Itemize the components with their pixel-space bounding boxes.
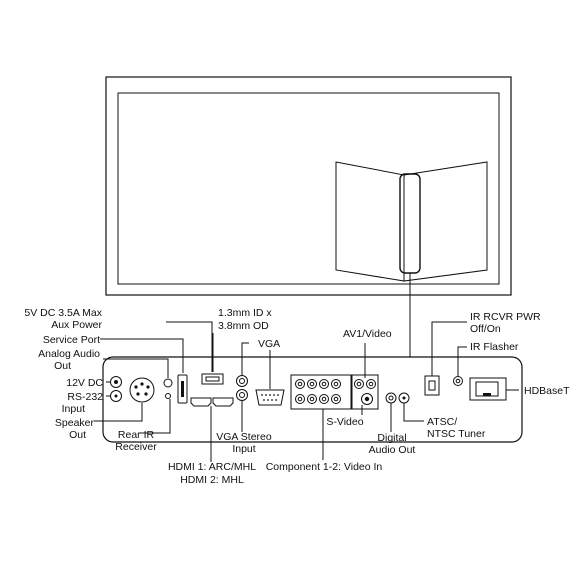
label-speaker-1: Speaker [55, 417, 95, 429]
label-vga-stereo-1: VGA Stereo [216, 431, 272, 443]
label-analog-audio-1: Analog Audio [38, 348, 100, 360]
label-svideo: S-Video [326, 416, 363, 428]
vga-port[interactable] [255, 389, 285, 406]
speaker-pin-2 [140, 382, 144, 386]
callout-labels: 5V DC 3.5A Max Aux Power Service Port An… [24, 307, 570, 486]
label-ir-rcvr-2: Off/On [470, 323, 501, 335]
ir-rcvr-pwr-switch[interactable] [424, 375, 440, 396]
tv-inner-frame [117, 92, 500, 285]
speaker-out-port[interactable] [129, 377, 155, 403]
label-dc-12v: 12V DC [66, 377, 103, 389]
aux-power-usb[interactable] [201, 373, 224, 385]
panel-recess-side [403, 161, 488, 282]
label-vga-stereo-2: Input [232, 443, 255, 455]
leader-lines [94, 321, 519, 462]
label-digital-audio-2: Audio Out [369, 444, 416, 456]
label-atsc-2: NTSC Tuner [427, 428, 486, 440]
vga-stereo-jack-2-inner [239, 392, 245, 398]
speaker-pin-3 [146, 385, 150, 389]
rs232-pin [114, 394, 118, 398]
label-hdbaset: HDBaseT [524, 385, 570, 397]
label-digital-audio-1: Digital [377, 432, 406, 444]
label-rear-ir-1: Rear IR [118, 429, 155, 441]
label-hdmi-1: HDMI 1: ARC/MHL [168, 461, 256, 473]
service-port-slot [181, 381, 184, 397]
label-hdmi-2: HDMI 2: MHL [180, 474, 244, 486]
label-ir-rcvr-1: IR RCVR PWR [470, 311, 541, 323]
label-vga: VGA [258, 338, 280, 350]
label-atsc-1: ATSC/ [427, 416, 457, 428]
speaker-pin-5 [144, 392, 148, 396]
panel-recess [335, 161, 405, 282]
vga-pins [261, 394, 279, 401]
ir-rcvr-pwr-switch-inner [428, 380, 436, 391]
component-jacks[interactable] [295, 379, 341, 404]
label-aux-power-1: 5V DC 3.5A Max [24, 307, 102, 319]
label-service-port: Service Port [43, 334, 100, 346]
label-av1-video: AV1/Video [343, 328, 392, 340]
label-id-od-2: 3.8mm OD [218, 320, 269, 332]
tv-back [105, 76, 512, 357]
label-aux-power-2: Aux Power [51, 319, 102, 331]
label-id-od-1: 1.3mm ID x [218, 307, 272, 319]
label-analog-audio-2: Out [54, 360, 71, 372]
hdbaset-port-tab [483, 393, 491, 396]
label-rs232-1: RS-232 [67, 391, 103, 403]
label-component: Component 1-2: Video In [266, 461, 383, 473]
label-ir-flasher: IR Flasher [470, 341, 519, 353]
rear-ir-receiver [165, 393, 171, 399]
vga-stereo-jack-1-inner [239, 378, 245, 384]
speaker-pin-1 [134, 385, 138, 389]
label-rs232-2: Input [62, 403, 85, 415]
hdmi-1-port[interactable] [190, 397, 212, 407]
aux-power-usb-inner [205, 376, 220, 382]
dc-12v-pin [114, 380, 118, 384]
label-rear-ir-2: Receiver [115, 441, 157, 453]
speaker-pin-4 [136, 392, 140, 396]
hdmi-2-port[interactable] [212, 397, 234, 407]
analog-audio-port[interactable] [163, 378, 173, 388]
label-speaker-2: Out [69, 429, 86, 441]
